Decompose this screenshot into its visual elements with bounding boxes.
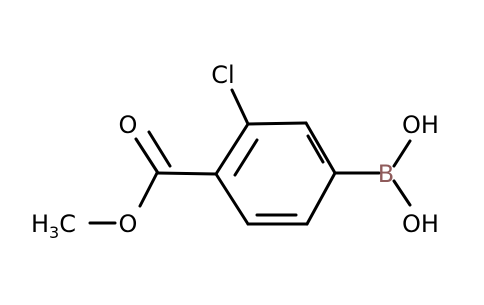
bond-c1-carbonyl <box>155 171 218 176</box>
bond-ring-c2-c3 <box>246 121 308 126</box>
methyl-label: H3C <box>31 210 76 242</box>
bond-c2-cl <box>230 88 250 126</box>
bond-b-oh-bottom <box>392 179 412 207</box>
bond-b-oh-top <box>392 139 412 168</box>
methyl-subscript: 3 <box>49 223 59 242</box>
bond-carbonyl-ester-o <box>138 171 159 208</box>
hydroxyl-bottom-label: OH <box>402 210 439 238</box>
methyl-h: H <box>31 210 49 238</box>
methyl-c: C <box>59 210 76 238</box>
bond-ring-inner-2 <box>306 134 325 164</box>
atom-labels: Cl O O H3C B OH OH <box>31 61 439 242</box>
bonds <box>88 88 412 226</box>
bond-ring-c1-c2 <box>214 122 250 176</box>
hydroxyl-top-label: OH <box>402 111 439 139</box>
bond-carbonyl-double-b <box>147 130 172 168</box>
boron-label: B <box>378 160 394 188</box>
bond-ring-c6-c1 <box>214 172 250 226</box>
chlorine-label: Cl <box>211 61 234 89</box>
bond-carbonyl-double-a <box>134 137 160 175</box>
bond-ring-c3-c4 <box>304 121 337 175</box>
carbonyl-oxygen-label: O <box>119 111 138 139</box>
bond-ring-inner-1 <box>233 138 259 177</box>
bond-ring-c4-c5 <box>305 171 337 226</box>
ester-oxygen-label: O <box>119 210 138 238</box>
